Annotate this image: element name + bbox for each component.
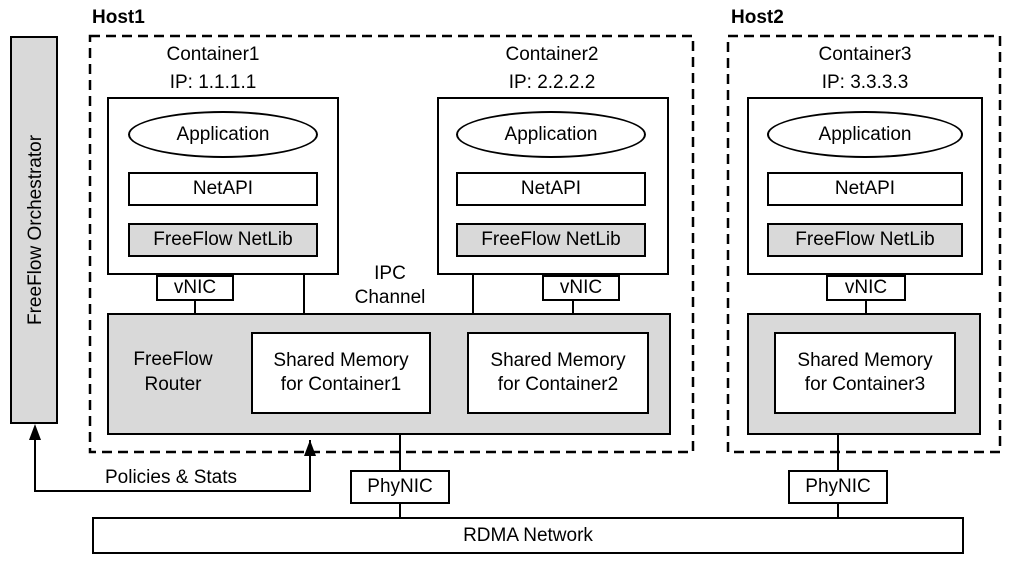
shared-memory-container1: Shared Memory for Container1: [251, 332, 431, 414]
container1-netapi: NetAPI: [128, 172, 318, 206]
container2-netlib: FreeFlow NetLib: [456, 223, 646, 257]
container1-netlib: FreeFlow NetLib: [128, 223, 318, 257]
host2-title: Host2: [731, 7, 784, 28]
shm3-line2: for Container3: [804, 374, 926, 395]
router-label-line2: Router: [144, 374, 202, 395]
phynic-host1: PhyNIC: [350, 470, 450, 504]
router-label-line1: FreeFlow: [133, 349, 213, 370]
host2-boundary: [726, 34, 1002, 454]
shared-memory-container2: Shared Memory for Container2: [467, 332, 649, 414]
shared-memory-container3: Shared Memory for Container3: [774, 332, 956, 414]
policies-arrow: [34, 428, 311, 492]
rdma-network: RDMA Network: [92, 517, 964, 554]
container3-netapi: NetAPI: [767, 172, 963, 206]
container3-name: Container3: [818, 44, 912, 65]
container3-vnic: vNIC: [826, 275, 906, 301]
container1-name: Container1: [166, 44, 260, 65]
policies-stats-label: Policies & Stats: [105, 467, 237, 488]
container3-ip: IP: 3.3.3.3: [821, 72, 909, 93]
container1-vnic: vNIC: [156, 275, 234, 301]
shm2-line1: Shared Memory: [490, 350, 626, 371]
container3-application: Application: [767, 111, 963, 158]
phynic-host2: PhyNIC: [788, 470, 888, 504]
orchestrator-label: FreeFlow Orchestrator: [25, 134, 46, 326]
shm1-line2: for Container1: [280, 374, 402, 395]
shm1-line1: Shared Memory: [273, 350, 409, 371]
container2-netapi: NetAPI: [456, 172, 646, 206]
ipc-label-line2: Channel: [354, 287, 426, 308]
shm3-line1: Shared Memory: [797, 350, 933, 371]
container2-ip: IP: 2.2.2.2: [508, 72, 596, 93]
freeflow-orchestrator: FreeFlow Orchestrator: [10, 36, 58, 424]
host1-title: Host1: [92, 7, 145, 28]
container1-application: Application: [128, 111, 318, 158]
container2-vnic: vNIC: [542, 275, 620, 301]
host1-boundary: [88, 34, 695, 454]
container3-netlib: FreeFlow NetLib: [767, 223, 963, 257]
container1-ip: IP: 1.1.1.1: [169, 72, 257, 93]
container2-application: Application: [456, 111, 646, 158]
container2-name: Container2: [505, 44, 599, 65]
shm2-line2: for Container2: [497, 374, 619, 395]
ipc-label-line1: IPC: [374, 263, 406, 284]
